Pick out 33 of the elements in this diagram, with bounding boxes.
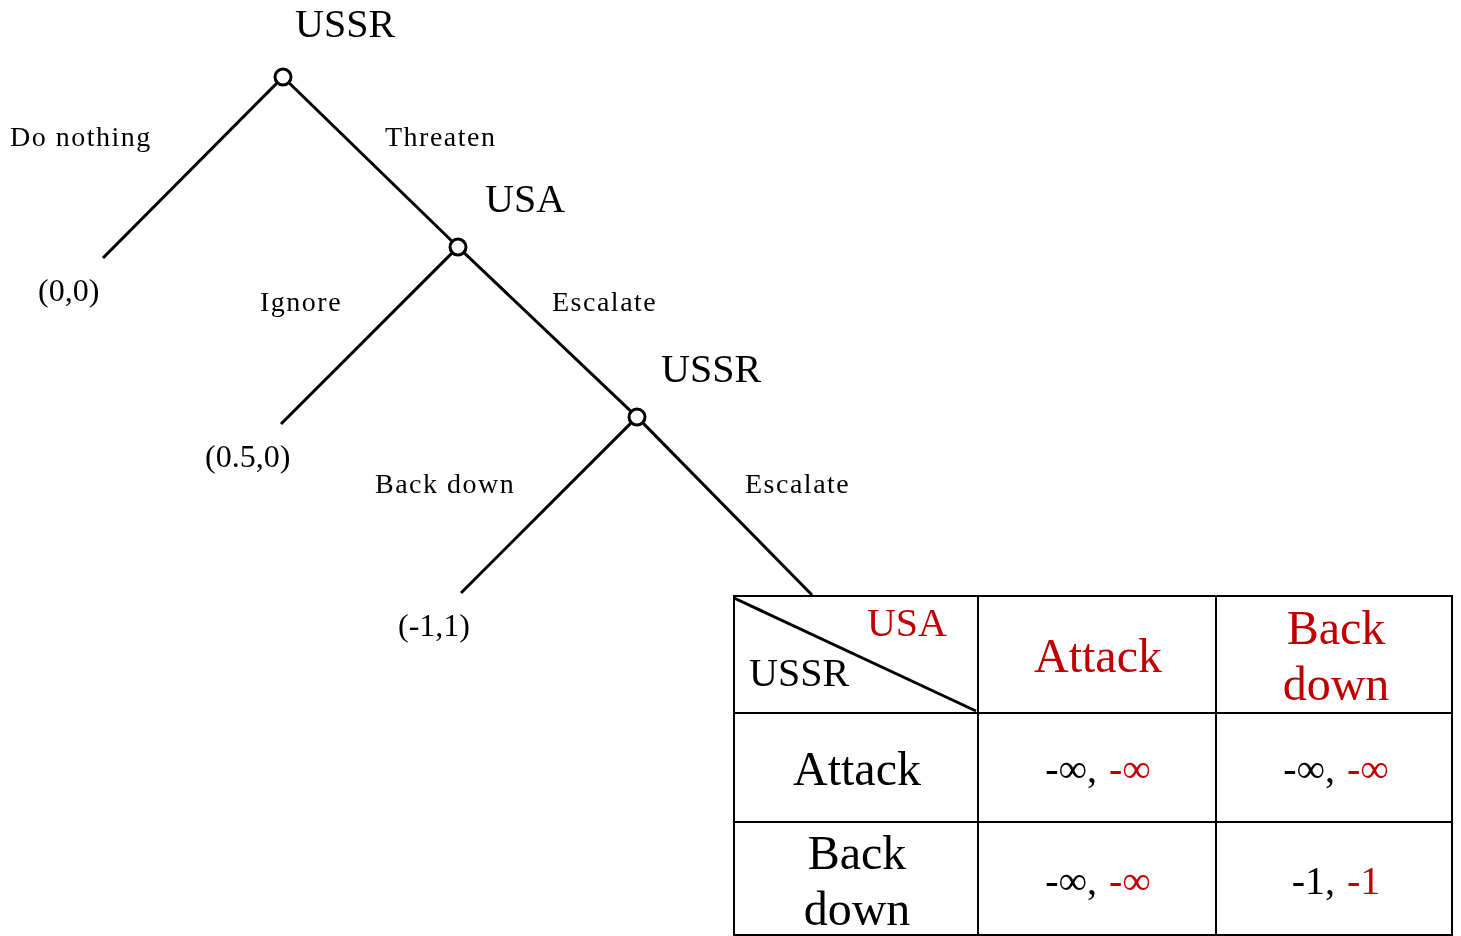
edge-label: Escalate	[745, 467, 851, 501]
payoff-value: -∞,	[1283, 744, 1335, 793]
edge-label: Back down	[375, 467, 516, 501]
row-player-label: USSR	[749, 649, 850, 697]
payoff-label: (-1,1)	[398, 593, 470, 643]
payoff-value: -1,	[1291, 856, 1335, 905]
payoff-label: (0.5,0)	[205, 424, 291, 474]
tree-branch	[459, 422, 632, 595]
row-header: Attack	[793, 740, 921, 797]
edge-label: Do nothing	[10, 120, 152, 154]
column-player-label: USA	[866, 599, 947, 647]
tree-branch	[101, 82, 278, 260]
tree-branch	[288, 82, 453, 242]
payoff-value: -1	[1347, 856, 1381, 905]
column-header: Attack	[1034, 627, 1162, 684]
tree-branch	[279, 252, 453, 426]
edge-label: Ignore	[260, 285, 343, 319]
player-label: USSR	[661, 345, 762, 393]
payoff-value: -∞	[1347, 744, 1389, 793]
payoff-value: -∞	[1109, 744, 1151, 793]
edge-label: Threaten	[385, 120, 497, 154]
tree-branch	[463, 252, 632, 412]
payoff-value: -∞	[1109, 856, 1151, 905]
column-header: Back down	[1281, 599, 1391, 712]
row-header: Back down	[802, 824, 912, 936]
player-label: USSR	[295, 0, 396, 48]
player-label: USA	[485, 175, 566, 223]
payoff-value: -∞,	[1045, 744, 1097, 793]
edge-label: Escalate	[552, 285, 658, 319]
payoff-table	[733, 595, 1453, 936]
payoff-value: -∞,	[1045, 856, 1097, 905]
payoff-label: (0,0)	[38, 258, 100, 308]
tree-branch	[642, 422, 814, 597]
